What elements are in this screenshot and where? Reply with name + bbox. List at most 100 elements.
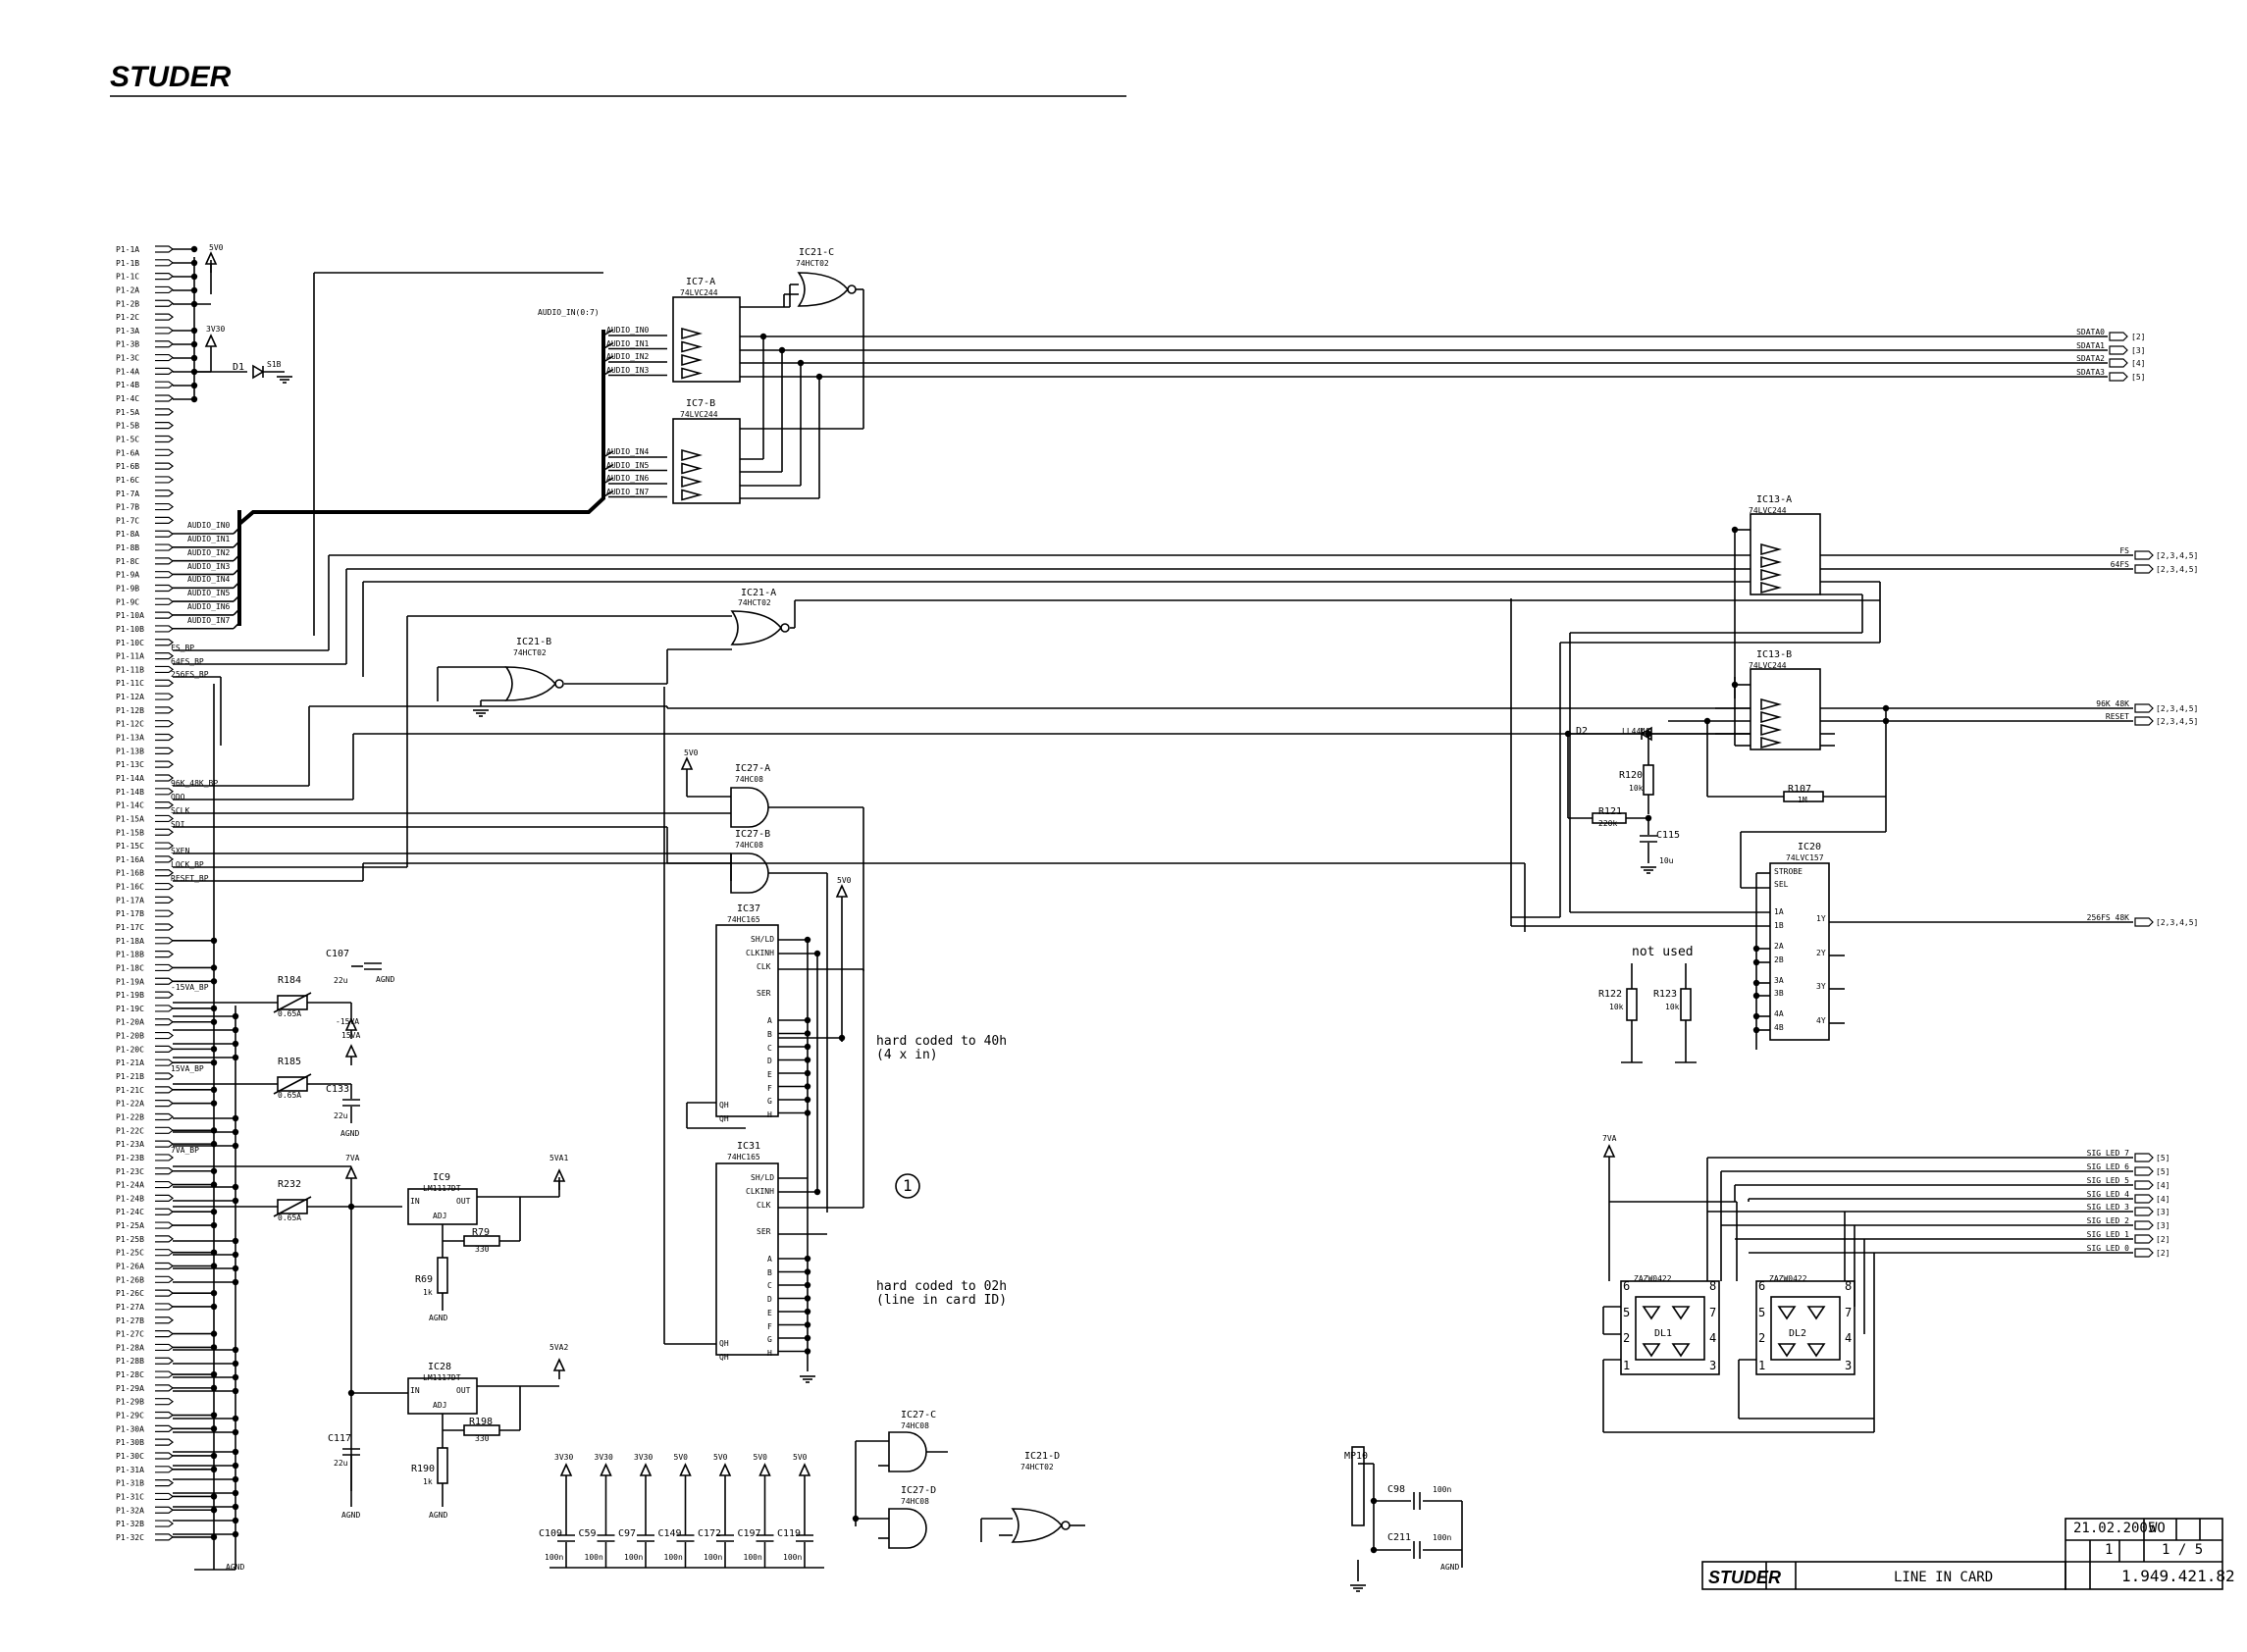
ic37-g: G xyxy=(767,1097,772,1106)
connector-pin-symbol xyxy=(155,1249,174,1257)
led-pin: 5 xyxy=(1623,1306,1630,1319)
ic37-ser: SER xyxy=(757,989,771,998)
ic31-clk: CLK xyxy=(757,1201,771,1210)
led-pin: 6 xyxy=(1758,1279,1765,1293)
ic20-3a: 3A xyxy=(1774,976,1784,985)
net-audio-in1-ic7: AUDIO_IN1 xyxy=(606,339,650,348)
junction-dot xyxy=(1731,526,1739,534)
ic20-strobe: STROBE xyxy=(1774,867,1803,876)
junction-dot xyxy=(190,273,198,281)
sig-led-label: SIG_LED_0 xyxy=(2087,1244,2130,1253)
c107-value: 22u xyxy=(334,976,348,985)
connector-pin-symbol xyxy=(155,1180,174,1189)
offsheet-flag xyxy=(2134,1166,2154,1176)
r69-value: 1k xyxy=(423,1288,433,1297)
connector-pin-label: P1-6B xyxy=(116,462,139,471)
connector-pin-symbol xyxy=(155,760,174,768)
ic13b-buffer xyxy=(1760,697,1782,711)
r79-value: 330 xyxy=(475,1245,490,1254)
connector-pin-label: P1-7C xyxy=(116,516,139,525)
led-diode xyxy=(1806,1306,1826,1320)
c115-value: 10u xyxy=(1659,856,1674,865)
net-audio-in5-ic7: AUDIO_IN5 xyxy=(606,461,650,470)
connector-pin-label: P1-11C xyxy=(116,679,144,688)
mp10-body xyxy=(1351,1446,1365,1526)
connector-pin-label: P1-29A xyxy=(116,1384,144,1393)
r232-value: 0.65A xyxy=(278,1213,301,1222)
connector-pin-label: P1-26C xyxy=(116,1289,144,1298)
connector-pin-label: P1-12A xyxy=(116,693,144,701)
decoupling-rail: 3V30 xyxy=(634,1453,653,1462)
rail-5va1: 5VA1 xyxy=(549,1154,568,1162)
connector-pin-label: P1-25B xyxy=(116,1235,144,1244)
connector-pin-label: P1-10C xyxy=(116,639,144,647)
junction-dot xyxy=(190,340,198,348)
net-64fs-bp: 64FS_BP xyxy=(171,657,204,666)
title-author: WO xyxy=(2149,1521,2166,1536)
connector-pin-label: P1-28B xyxy=(116,1357,144,1366)
connector-pin-label: P1-15A xyxy=(116,814,144,823)
led-diode xyxy=(1671,1306,1691,1320)
ic20-2y: 2Y xyxy=(1816,949,1826,957)
junction-dot xyxy=(210,1209,218,1215)
connector-pin-symbol xyxy=(155,1154,174,1162)
ic31-e: E xyxy=(767,1309,772,1317)
led-pin: 4 xyxy=(1709,1331,1716,1345)
connector-pin-label: P1-22C xyxy=(116,1126,144,1135)
connector-pin-label: P1-30B xyxy=(116,1438,144,1447)
net-lock-bp: LOCK_BP xyxy=(171,860,204,869)
decoupling-rail: 5V0 xyxy=(793,1453,808,1462)
offsheet-flag xyxy=(2134,1207,2154,1216)
junction-dot xyxy=(232,1517,239,1524)
c117-name: C117 xyxy=(328,1433,351,1444)
sdata-label: SDATA0 xyxy=(2076,328,2105,336)
r184-fuse xyxy=(277,995,308,1010)
note-hard40-line1: hard coded to 40h xyxy=(876,1034,1007,1049)
ic37-qh: QH xyxy=(719,1101,729,1110)
decoupling-name: C59 xyxy=(579,1528,597,1539)
connector-pin-label: P1-21B xyxy=(116,1072,144,1081)
r198-value: 330 xyxy=(475,1434,490,1443)
ic31-clkinh: CLKINH xyxy=(746,1187,774,1196)
junction-dot xyxy=(1703,717,1711,725)
connector-pin-label: P1-1B xyxy=(116,259,139,268)
junction-dot xyxy=(210,964,218,971)
net-m15va-bp: -15VA_BP xyxy=(171,983,209,992)
led-diode xyxy=(1642,1343,1661,1358)
led-pin: 5 xyxy=(1758,1306,1765,1319)
junction-dot xyxy=(232,1448,239,1456)
gnd-agnd-c117: AGND xyxy=(341,1511,360,1520)
sig-led-label: SIG_LED_6 xyxy=(2087,1162,2130,1171)
connector-pin-symbol xyxy=(155,422,174,430)
connector-pin-symbol xyxy=(155,1479,174,1487)
connector-pin-symbol xyxy=(155,1167,174,1175)
connector-pin-label: P1-18B xyxy=(116,951,144,959)
ic20-part: 74LVC157 xyxy=(1786,853,1824,862)
power-decoupling xyxy=(718,1463,732,1476)
connector-pin-symbol xyxy=(155,543,174,551)
led-diode xyxy=(1806,1343,1826,1358)
title-date: 21.02.2005 xyxy=(2073,1521,2156,1536)
ic31-g: G xyxy=(767,1335,772,1344)
junction-dot xyxy=(232,1128,239,1136)
power-decoupling xyxy=(600,1463,612,1476)
connector-pin-symbol xyxy=(155,1303,174,1311)
junction-dot xyxy=(232,1012,239,1020)
ic31-qh: QH xyxy=(719,1339,729,1348)
ic9-out: OUT xyxy=(456,1197,471,1206)
junction-dot xyxy=(232,1530,239,1538)
connector-pin-label: P1-29B xyxy=(116,1398,144,1407)
connector-pin-label: P1-4C xyxy=(116,394,139,403)
connector-pin-symbol xyxy=(155,1045,174,1053)
junction-dot xyxy=(232,1197,239,1205)
junction-dot xyxy=(210,1100,218,1107)
connector-pin-label: P1-4B xyxy=(116,381,139,389)
c98-value: 100n xyxy=(1433,1485,1451,1494)
connector-pin-symbol xyxy=(155,1533,174,1541)
connector-pin-symbol xyxy=(155,1072,174,1080)
junction-dot xyxy=(232,1489,239,1497)
connector-pin-symbol xyxy=(155,1466,174,1473)
ic7a-buffer xyxy=(681,327,703,340)
junction-dot xyxy=(232,1387,239,1395)
ic37-e: E xyxy=(767,1070,772,1079)
